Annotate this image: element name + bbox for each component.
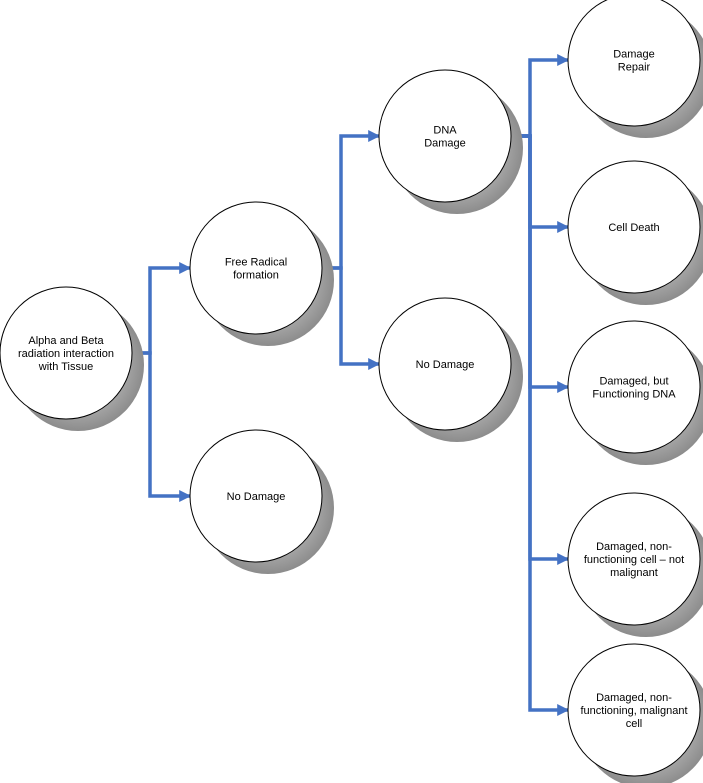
connector-dna-damage-to-damaged-nonfunctioning-malignant	[503, 134, 570, 716]
node-label-line: malignant	[610, 567, 658, 579]
node-no-damage-2: No Damage	[378, 297, 523, 442]
node-label-line: Free Radical	[225, 257, 287, 269]
node-cell-death: Cell Death	[567, 160, 703, 305]
node-label-line: radiation interaction	[18, 348, 114, 360]
node-label-line: Repair	[618, 62, 651, 74]
node-label-line: functioning, malignant	[580, 705, 687, 717]
node-circle	[189, 429, 323, 563]
node-circle	[378, 297, 512, 431]
node-label-line: Damaged, but	[599, 376, 668, 388]
node-label-line: cell	[626, 718, 643, 730]
node-circle	[567, 160, 701, 294]
node-circle	[567, 320, 701, 454]
node-circle	[567, 0, 701, 127]
node-circle	[0, 286, 133, 420]
node-label-line: Damaged, non-	[596, 692, 672, 704]
node-no-damage-1: No Damage	[189, 429, 334, 574]
node-label-line: formation	[233, 270, 279, 282]
node-circle	[378, 69, 512, 203]
node-label-line: with Tissue	[38, 361, 93, 373]
node-label-line: No Damage	[416, 359, 475, 371]
node-damaged-nonfunctioning-not-malignant: Damaged, non-functioning cell – notmalig…	[567, 492, 703, 637]
node-label-line: Damage	[424, 138, 466, 150]
node-circle	[567, 492, 701, 626]
node-circle	[189, 201, 323, 335]
node-label-line: Damaged, non-	[596, 541, 672, 553]
node-label-line: Damage	[613, 49, 655, 61]
node-label-line: No Damage	[227, 491, 286, 503]
node-label-line: DNA	[433, 125, 457, 137]
node-label-line: Functioning DNA	[592, 389, 676, 401]
node-label-line: Alpha and Beta	[28, 335, 104, 347]
node-label-line: functioning cell – not	[584, 554, 684, 566]
node-circle	[567, 643, 701, 777]
node-label-line: Cell Death	[608, 222, 659, 234]
